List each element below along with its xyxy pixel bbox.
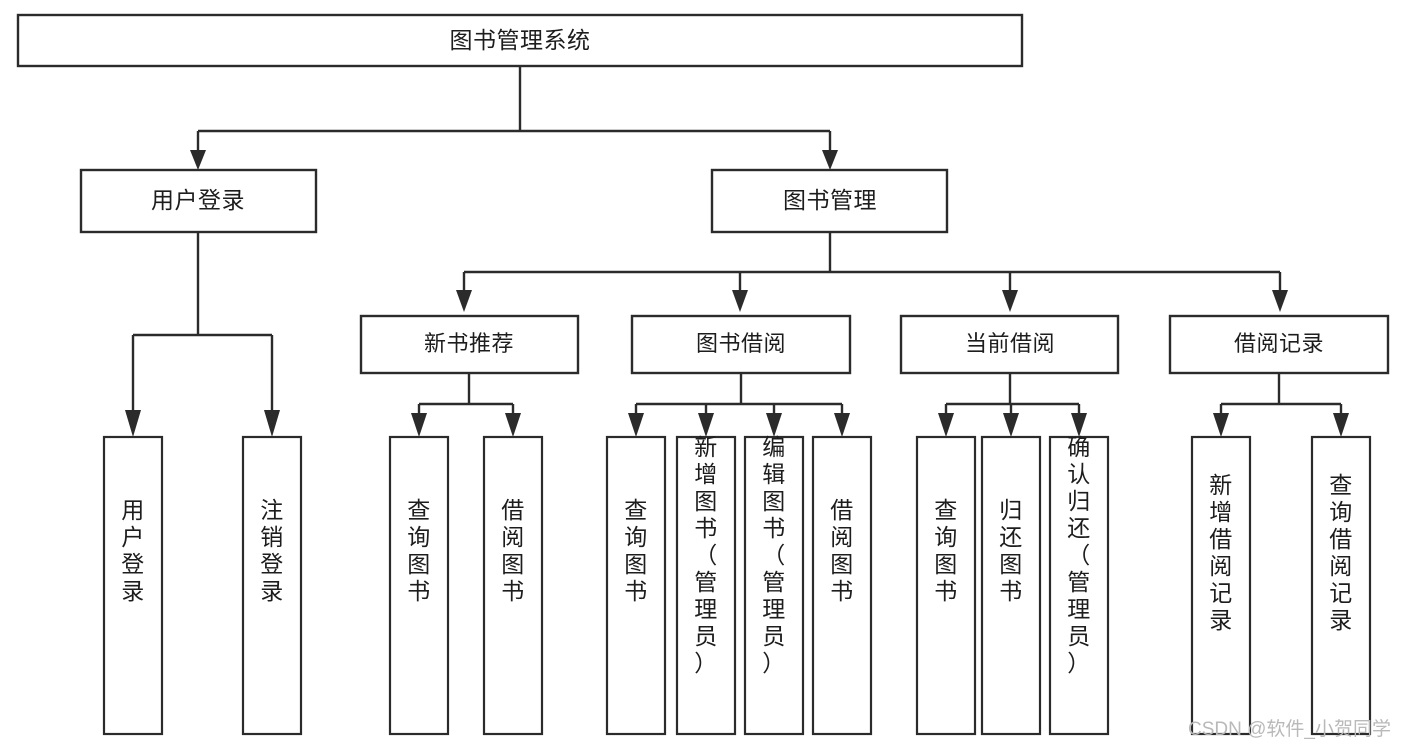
node-book-management[interactable]: 图书管理 (710, 168, 949, 234)
node-new-book-recommend-box[interactable] (359, 314, 580, 375)
arrow-head-userlogin (190, 150, 206, 170)
leaf-bb-edit-book-box[interactable] (743, 435, 805, 736)
leaf-logout-label: 注销登录 (260, 497, 284, 604)
node-book-borrow-label: 图书借阅 (696, 331, 786, 356)
arrow-head-record (1272, 290, 1288, 312)
node-book-borrow-box[interactable] (630, 314, 852, 375)
leaf-bb-add-book-box[interactable] (675, 435, 737, 736)
leaf-cb-return-book-box[interactable] (980, 435, 1042, 736)
leaf-bb-edit-book-label: 编辑图书（管理员） (762, 434, 786, 676)
leaf-node[interactable]: 查询图书 (605, 435, 667, 736)
leaf-br-add-record-box[interactable] (1190, 435, 1252, 736)
arrow-head-cb-leaf1 (938, 413, 954, 437)
leaf-node[interactable]: 新增借阅记录 (1190, 435, 1252, 736)
arrow-head-cb-leaf2 (1003, 413, 1019, 437)
node-book-management-label: 图书管理 (783, 187, 877, 213)
arrow-head-leaf-logout (264, 410, 280, 437)
leaf-nb-query-book-label: 查询图书 (407, 497, 431, 604)
leaf-node[interactable]: 新增图书（管理员） (675, 434, 737, 736)
arrow-head-br-leaf1 (1213, 413, 1229, 437)
leaf-br-query-record-label: 查询借阅记录 (1329, 472, 1353, 633)
arrow-head-bookmgmt (822, 150, 838, 170)
leaf-bb-borrow-book-label: 借阅图书 (830, 497, 854, 604)
leaf-cb-query-book-label: 查询图书 (934, 497, 958, 604)
leaf-node[interactable]: 用户登录 (102, 435, 164, 736)
leaf-node[interactable]: 归还图书 (980, 435, 1042, 736)
arrow-head-cb-leaf3 (1071, 413, 1087, 437)
arrow-head-newbook (456, 290, 472, 312)
arrow-head-nb-leaf2 (505, 413, 521, 437)
leaf-node[interactable]: 查询图书 (915, 435, 977, 736)
leaf-cb-confirm-return-label: 确认归还（管理员） (1067, 434, 1091, 676)
node-book-management-box[interactable] (710, 168, 949, 234)
leaf-bb-query-book-box[interactable] (605, 435, 667, 736)
node-user-login[interactable]: 用户登录 (79, 168, 318, 234)
connector-layer (125, 66, 1349, 437)
node-user-login-box[interactable] (79, 168, 318, 234)
node-root-system[interactable]: 图书管理系统 (16, 13, 1024, 68)
leaf-cb-return-book-label: 归还图书 (999, 497, 1023, 604)
arrow-head-nb-leaf1 (411, 413, 427, 437)
leaf-node[interactable]: 查询图书 (388, 435, 450, 736)
leaf-node[interactable]: 借阅图书 (811, 435, 873, 736)
node-new-book-recommend-label: 新书推荐 (424, 331, 514, 356)
leaf-node[interactable]: 编辑图书（管理员） (743, 434, 805, 736)
leaf-node[interactable]: 借阅图书 (482, 435, 544, 736)
leaf-node[interactable]: 注销登录 (241, 435, 303, 736)
leaf-cb-confirm-return-box[interactable] (1048, 435, 1110, 736)
arrow-head-leaf-user-login (125, 410, 141, 437)
node-book-borrow[interactable]: 图书借阅 (630, 314, 852, 375)
arrow-head-br-leaf2 (1333, 413, 1349, 437)
leaf-node[interactable]: 查询借阅记录 (1310, 435, 1372, 736)
arrow-head-bb-leaf4 (834, 413, 850, 437)
leaf-nb-query-book-box[interactable] (388, 435, 450, 736)
leaf-bb-borrow-book-box[interactable] (811, 435, 873, 736)
arrow-head-bb-leaf1 (628, 413, 644, 437)
node-borrow-record[interactable]: 借阅记录 (1168, 314, 1390, 375)
leaf-bb-add-book-label: 新增图书（管理员） (694, 434, 718, 676)
leaf-node[interactable]: 确认归还（管理员） (1048, 434, 1110, 736)
node-current-borrow[interactable]: 当前借阅 (899, 314, 1120, 375)
arrow-head-bb-leaf2 (698, 413, 714, 437)
leaf-nb-borrow-book-label: 借阅图书 (501, 497, 525, 604)
arrow-head-borrow (732, 290, 748, 312)
leaf-bb-query-book-label: 查询图书 (624, 497, 648, 604)
leaf-user-login-label: 用户登录 (121, 497, 145, 604)
arrow-head-current (1002, 290, 1018, 312)
node-user-login-label: 用户登录 (151, 187, 245, 213)
leaf-user-login-box[interactable] (102, 435, 164, 736)
leaf-br-query-record-box[interactable] (1310, 435, 1372, 736)
leaf-cb-query-book-box[interactable] (915, 435, 977, 736)
arrow-head-bb-leaf3 (766, 413, 782, 437)
leaf-br-add-record-label: 新增借阅记录 (1209, 472, 1233, 633)
node-root-box[interactable] (16, 13, 1024, 68)
node-root-label: 图书管理系统 (450, 27, 591, 53)
csdn-watermark: CSDN @软件_小贺同学 (1188, 719, 1391, 740)
node-borrow-record-box[interactable] (1168, 314, 1390, 375)
node-current-borrow-box[interactable] (899, 314, 1120, 375)
node-borrow-record-label: 借阅记录 (1234, 331, 1324, 356)
leaf-logout-box[interactable] (241, 435, 303, 736)
node-new-book-recommend[interactable]: 新书推荐 (359, 314, 580, 375)
leaf-nb-borrow-book-box[interactable] (482, 435, 544, 736)
node-current-borrow-label: 当前借阅 (965, 331, 1055, 356)
